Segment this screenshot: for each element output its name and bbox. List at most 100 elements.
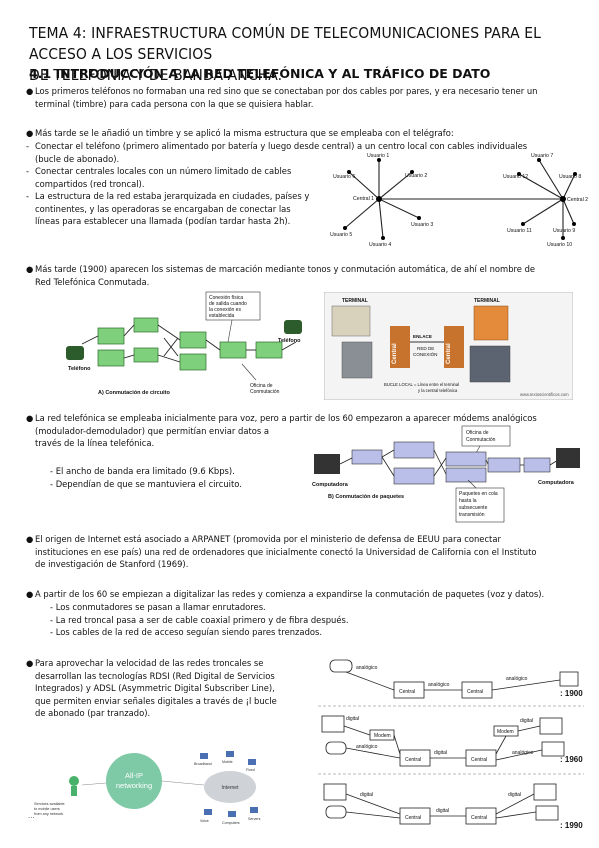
bullet-4: ● La red telefónica se empleaba inicialm… bbox=[26, 412, 586, 450]
note-line: Conexión física bbox=[209, 295, 243, 301]
enlace-sub: RED DE bbox=[417, 346, 434, 351]
all-ip-diagram: All-IP networking Services available to … bbox=[34, 751, 261, 825]
phone-right-icon bbox=[284, 320, 302, 334]
note-line: Services available bbox=[34, 802, 65, 806]
modem-label: Modem bbox=[497, 729, 514, 735]
user-label: Usuario 10 bbox=[547, 242, 572, 248]
office-label: Oficina de bbox=[250, 383, 273, 389]
text-line: instituciones en ese país) una red de or… bbox=[35, 546, 537, 557]
node-label: Mobile bbox=[222, 760, 233, 764]
computer-right-icon bbox=[556, 448, 580, 468]
computer-left-icon bbox=[314, 454, 340, 474]
user-label: Usuario 8 bbox=[559, 174, 581, 180]
signal-label: digital bbox=[436, 808, 449, 814]
bucle-label: BUCLE LOCAL = Línea entre el terminal bbox=[384, 382, 459, 387]
text-line: Dependían de que se mantuviera el circui… bbox=[55, 478, 242, 489]
text-line: Para aprovechar la velocidad de las rede… bbox=[35, 658, 264, 668]
computer-icon bbox=[539, 717, 563, 735]
signal-label: digital bbox=[360, 792, 373, 798]
text-line: (modulador-demodulador) que permitían en… bbox=[35, 425, 270, 436]
bullet-3: ● Más tarde (1900) aparecen los sistemas… bbox=[26, 263, 586, 288]
text-line: través de la línea telefónica. bbox=[35, 438, 155, 448]
central-1-label: Central 1 bbox=[353, 196, 374, 202]
node-label: Fixed bbox=[246, 768, 255, 772]
note-line: hasta la bbox=[459, 498, 477, 504]
text-line: La red troncal pasa a ser de cable coaxi… bbox=[55, 614, 349, 625]
central-2-label: Central 2 bbox=[567, 197, 588, 203]
bullet-dot: ● bbox=[26, 658, 34, 668]
central-label: Central bbox=[405, 757, 421, 763]
bullet-5: ● El origen de Internet está asociado a … bbox=[26, 533, 591, 571]
text-line: Los primeros teléfonos no formaban una r… bbox=[35, 86, 538, 96]
signal-label: analógico bbox=[512, 750, 534, 756]
cloud-icon bbox=[204, 771, 256, 803]
central-left-label: Central bbox=[392, 343, 398, 364]
user-label: Usuario 3 bbox=[411, 222, 433, 228]
enlace-label: ENLACE bbox=[413, 334, 432, 339]
central-label: Central bbox=[405, 815, 421, 821]
text-line: Conectar el teléfono (primero alimentado… bbox=[35, 141, 528, 151]
dash-item: - Los conmutadores se pasan a llamar enr… bbox=[50, 602, 266, 612]
dash-item: - Conectar el teléfono (primero alimenta… bbox=[26, 140, 586, 165]
packet-switching-diagram: Oficina de Conmutación Computadora Compu… bbox=[312, 425, 580, 523]
terminal-left-label: TERMINAL bbox=[342, 298, 368, 304]
phone-right-label: Teléfono bbox=[278, 338, 301, 344]
title-line-1: TEMA 4: INFRAESTRUCTURA COMÚN DE TELECOM… bbox=[29, 24, 542, 63]
phone-icon bbox=[541, 741, 565, 757]
phone-icon bbox=[559, 671, 579, 687]
star-network-diagram: Central 1 Central 2 Usuario 1 Usuario 2 … bbox=[330, 153, 588, 248]
user-label: Usuario 5 bbox=[330, 232, 352, 238]
bullet-dot: ● bbox=[26, 534, 34, 544]
phone-icon bbox=[325, 741, 347, 755]
office-label: Oficina de bbox=[466, 430, 489, 436]
bucle-label: y la central telefónica bbox=[418, 388, 458, 393]
text-line: continentes, y las operadoras se encarga… bbox=[35, 203, 291, 214]
all-ip-label: All-IP bbox=[125, 771, 143, 780]
phone-left-icon bbox=[66, 346, 84, 360]
computer-photo-right bbox=[473, 305, 509, 341]
network-evolution-diagram: Central Central analógico analógico anal… bbox=[318, 659, 584, 830]
node-label: Servers bbox=[248, 817, 261, 821]
footer-mark: ... bbox=[28, 812, 35, 820]
dash-item: - Dependían de que se mantuviera el circ… bbox=[50, 478, 242, 489]
note-line: Paquetes en cola bbox=[459, 491, 498, 497]
signal-label: digital bbox=[520, 718, 533, 724]
signal-label: analógico bbox=[356, 744, 378, 750]
dash-list-2: - El ancho de banda era limitado (9.6 Kb… bbox=[50, 465, 300, 490]
office-label: Conmutación bbox=[250, 389, 280, 395]
enlace-sub: CONEXIÓN bbox=[413, 351, 438, 357]
text-line: Red Telefónica Conmutada. bbox=[35, 276, 150, 287]
phone-photo-left bbox=[341, 341, 373, 379]
dash-item: - Los cables de la red de acceso seguían… bbox=[50, 627, 323, 637]
cloud-label: Internet bbox=[222, 785, 240, 791]
text-line: líneas para establecer una llamada (podí… bbox=[35, 216, 291, 226]
central-label: Central bbox=[471, 757, 487, 763]
phone-icon bbox=[325, 805, 347, 819]
computer-icon bbox=[323, 783, 347, 801]
dash-item: - El ancho de banda era limitado (9.6 Kb… bbox=[50, 466, 235, 476]
user-label: Usuario 12 bbox=[503, 174, 528, 180]
all-ip-circle bbox=[106, 753, 162, 809]
note-line: transmisión bbox=[459, 512, 485, 518]
dash-list-1: - Conectar el teléfono (primero alimenta… bbox=[26, 140, 586, 228]
bullet-dot: ● bbox=[26, 589, 34, 599]
note-line: to mobile users bbox=[34, 807, 60, 811]
text-line: Más tarde (1900) aparecen los sistemas d… bbox=[35, 264, 536, 274]
bullet-dot: ● bbox=[26, 128, 34, 138]
central-label: Central bbox=[471, 815, 487, 821]
signal-label: analógico bbox=[428, 682, 450, 688]
terminal-right-label: TERMINAL bbox=[474, 298, 500, 304]
central-label: Central bbox=[467, 689, 483, 695]
bullet-dot: ● bbox=[26, 264, 34, 274]
terminal-photo-diagram: TERMINAL TERMINAL Central Central ENLACE… bbox=[324, 292, 573, 400]
text-line: El ancho de banda era limitado (9.6 Kbps… bbox=[55, 466, 235, 476]
bullet-2: ● Más tarde se le añadió un timbre y se … bbox=[26, 127, 586, 140]
phone-icon bbox=[329, 659, 353, 673]
node-label: Broadband bbox=[194, 762, 212, 766]
central-label: Central bbox=[399, 689, 415, 695]
title-line-2: DE TELEFONIA Y DE BANDA ANCHA. bbox=[29, 66, 283, 84]
text-line: de investigación de Stanford (1969). bbox=[35, 559, 189, 569]
user-label: Usuario 4 bbox=[369, 242, 391, 248]
user-label: Usuario 7 bbox=[531, 153, 553, 159]
circuit-caption: A) Conmutación de circuito bbox=[98, 390, 170, 396]
